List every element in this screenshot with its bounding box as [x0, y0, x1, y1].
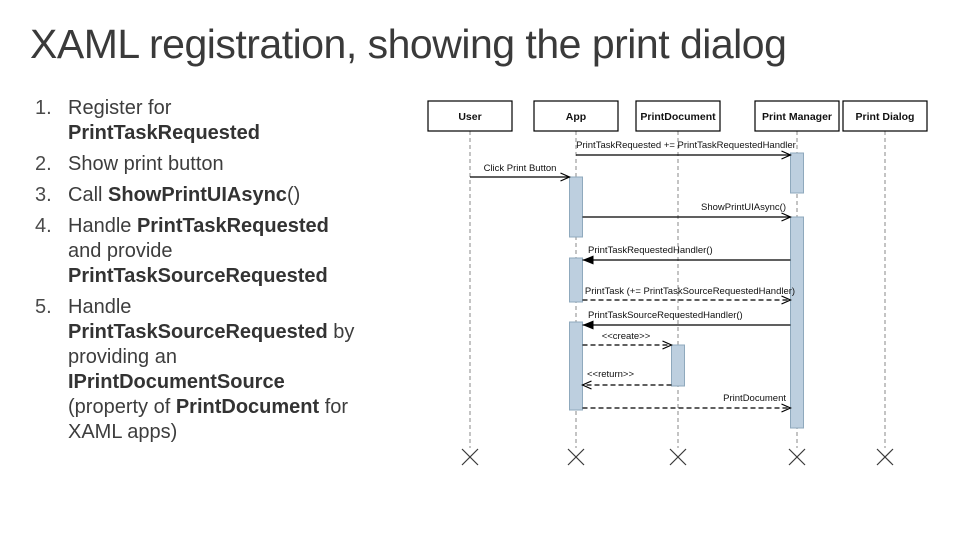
activation-app-1 — [569, 257, 583, 303]
list-item-4: 4. Handle PrintTaskRequested and provide … — [35, 214, 391, 289]
list-item-text: Show print button — [68, 153, 224, 175]
list-item-3: 3. Call ShowPrintUIAsync() — [35, 183, 391, 208]
lifeline-label-printdocument: PrintDocument — [640, 111, 716, 123]
message-label-register-print-task-requested: PrintTaskRequested += PrintTaskRequested… — [576, 140, 796, 151]
list-item-number: 1. — [35, 97, 52, 119]
list-item-text: Register for PrintTaskRequested — [68, 97, 260, 144]
lifeline-label-app: App — [566, 111, 586, 123]
list-item-number: 3. — [35, 184, 52, 206]
list-item-text: Call ShowPrintUIAsync() — [68, 184, 301, 206]
arrowhead-print-task-source-requested-handler — [582, 320, 594, 330]
destroy-x-print-manager — [788, 448, 806, 466]
arrowhead-return — [581, 380, 592, 390]
arrowhead-print-task-requested-handler — [582, 255, 594, 265]
message-label-show-print-ui-async: ShowPrintUIAsync() — [701, 202, 786, 213]
arrowhead-show-print-ui-async — [781, 212, 792, 222]
lifeline-header-printdocument — [635, 100, 721, 132]
list-item-number: 5. — [35, 296, 52, 318]
list-item-1: 1. Register for PrintTaskRequested — [35, 96, 391, 146]
numbered-list: 1. Register for PrintTaskRequested 2. Show … — [35, 96, 391, 451]
lifeline-header-app — [533, 100, 619, 132]
lifeline-label-print-dialog: Print Dialog — [856, 111, 915, 123]
list-item-2: 2. Show print button — [35, 152, 391, 177]
arrowhead-print-document-return — [781, 403, 792, 413]
list-item-5: 5. Handle PrintTaskSourceRequested by pro… — [35, 295, 391, 445]
message-label-click-print-button: Click Print Button — [484, 163, 557, 174]
lifeline-label-user: User — [458, 111, 481, 123]
destroy-x-app — [567, 448, 585, 466]
arrowhead-create — [662, 340, 673, 350]
activation-app-0 — [569, 176, 583, 238]
destroy-x-print-dialog — [876, 448, 894, 466]
lifeline-header-user — [427, 100, 513, 132]
arrowhead-register-print-task-requested — [781, 150, 792, 160]
message-label-return: <<return>> — [587, 369, 634, 380]
list-item-text: Handle PrintTaskSourceRequested by provi… — [68, 296, 355, 443]
slide-title: XAML registration, showing the print dia… — [30, 21, 787, 67]
message-label-create: <<create>> — [602, 331, 651, 342]
message-label-print-document-return: PrintDocument — [723, 393, 786, 404]
list-item-number: 4. — [35, 215, 52, 237]
activation-app-2 — [569, 321, 583, 411]
arrowhead-click-print-button — [560, 172, 571, 182]
destroy-x-user — [461, 448, 479, 466]
activation-print-manager-5 — [790, 216, 804, 429]
message-label-print-task-requested-handler: PrintTaskRequestedHandler() — [588, 245, 713, 256]
lifeline-header-print-manager — [754, 100, 840, 132]
message-label-print-task-assign-source-handler: PrintTask (+= PrintTaskSourceRequestedHa… — [585, 286, 795, 297]
destroy-x-printdocument — [669, 448, 687, 466]
list-item-text: Handle PrintTaskRequested and provide Pr… — [68, 215, 329, 287]
lifeline-header-print-dialog — [842, 100, 928, 132]
lifeline-label-print-manager: Print Manager — [762, 111, 832, 123]
activation-printdocument-3 — [671, 344, 685, 387]
list-item-number: 2. — [35, 153, 52, 175]
activation-print-manager-4 — [790, 152, 804, 194]
message-label-print-task-source-requested-handler: PrintTaskSourceRequestedHandler() — [588, 310, 743, 321]
arrowhead-print-task-assign-source-handler — [781, 295, 792, 305]
